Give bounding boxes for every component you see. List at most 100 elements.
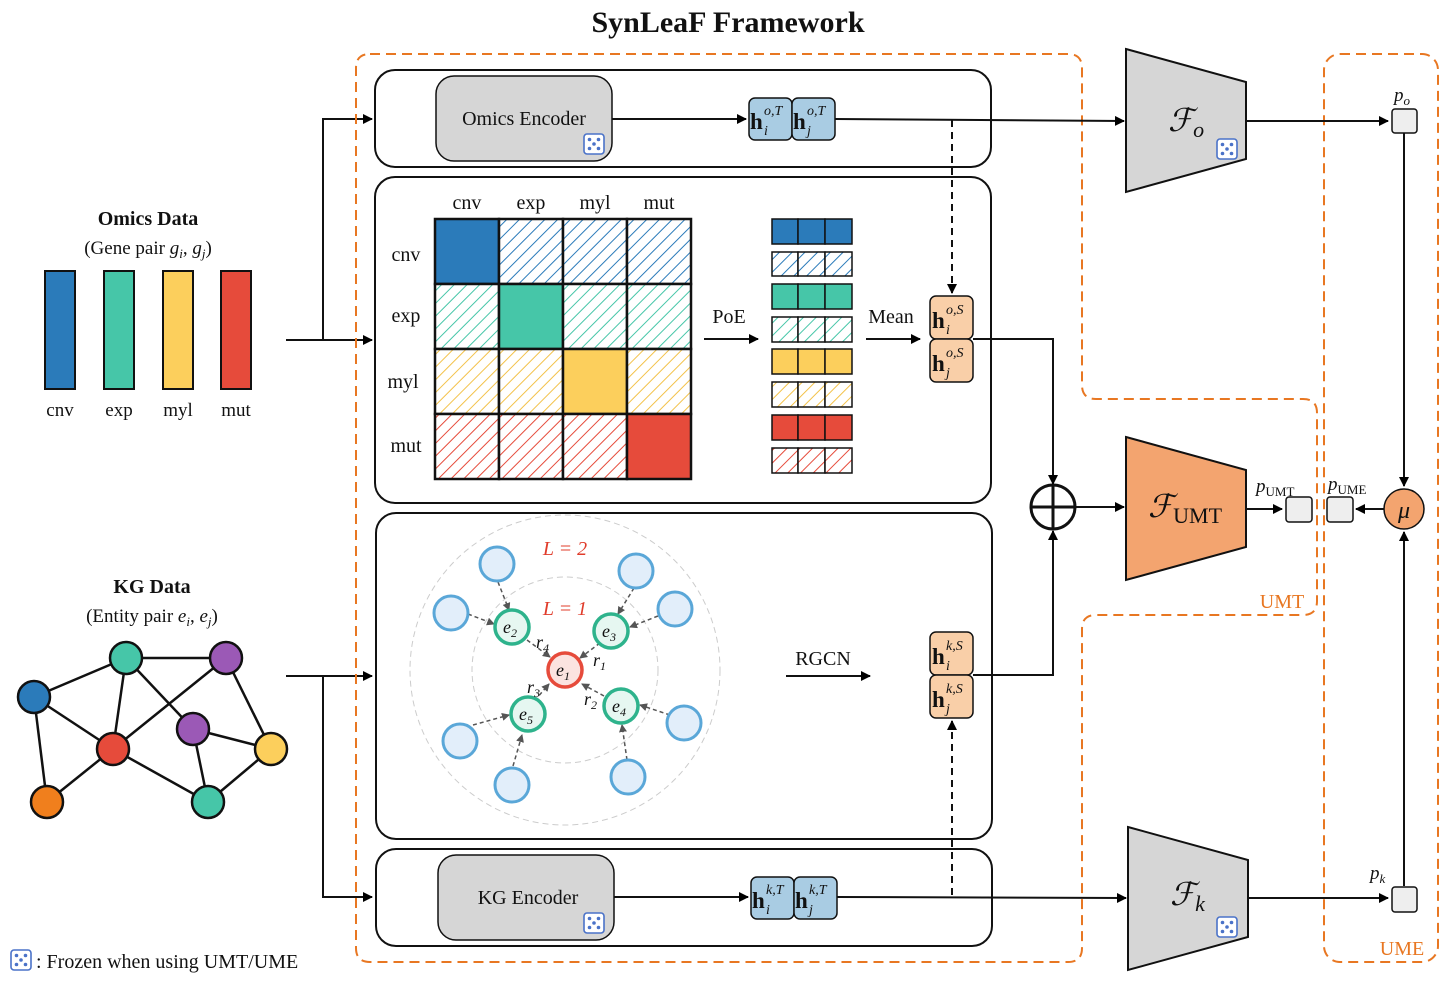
node-e4 [602,687,640,725]
svg-text:k,S: k,S [946,639,963,654]
matrix-row-label: exp [392,305,421,327]
p-umt-label: pUMT [1254,476,1294,499]
omics-bars: cnv exp myl mut [44,270,252,421]
head-f-umt [1125,435,1247,582]
p-ume-box [1326,496,1354,523]
node-e1 [546,651,584,689]
matrix-row-label: myl [387,371,419,393]
svg-text:h: h [795,888,808,913]
arrow [973,338,1058,485]
ume-label: UME [1380,938,1424,960]
omics-bar-label: mut [221,400,251,421]
umt-region [355,53,1318,963]
kg-node [208,640,244,676]
mu-node [1383,488,1425,530]
svg-text:h: h [932,687,945,712]
page-title: SynLeaF Framework [591,6,864,39]
matrix-col-label: myl [579,192,611,214]
rgcn-panel [375,512,993,840]
node-e2 [493,608,531,646]
p-umt-box [1285,496,1313,523]
poe-label: PoE [712,306,745,328]
p-o-box [1391,108,1418,134]
mean-label: Mean [868,306,914,328]
svg-text:j: j [807,903,813,918]
omics-bar-label: exp [105,400,132,421]
frozen-icon [10,949,32,971]
kg-node [108,640,144,676]
matrix-col-label: exp [517,192,546,214]
omics-bar-label: myl [163,400,193,421]
svg-text:k,S: k,S [946,682,963,697]
arrow [834,115,1125,126]
kg-data-subtitle: (Entity pair ei, ej) [86,606,218,629]
omics-bar-myl [162,270,194,390]
svg-text:o,T: o,T [764,104,784,119]
omics-bar-label: cnv [46,400,74,421]
p-k-label: pk [1368,863,1386,886]
poe-strips [771,218,853,474]
omics-teacher-embeddings: h o,T i h o,T j [748,97,836,141]
frozen-icon [1216,916,1238,938]
kg-node [190,784,226,820]
matrix-col-label: mut [643,192,675,214]
svg-text:j: j [944,702,950,717]
kg-node [253,731,289,767]
matrix-row-label: cnv [392,244,421,266]
svg-text:k,T: k,T [766,883,785,898]
matrix-col-label: cnv [453,192,482,214]
omics-matrix: cnv exp myl mut cnv exp myl mut [387,192,693,481]
svg-text:o,S: o,S [946,346,964,361]
svg-text:j: j [805,124,811,139]
svg-text:i: i [946,659,950,674]
arrow [836,892,1127,903]
svg-text:j: j [944,366,950,381]
p-o-label: po [1392,85,1411,108]
kg-data-title: KG Data [113,576,190,598]
omics-encoder-label: Omics Encoder [462,108,586,130]
mu-label: μ [1397,498,1410,524]
head-f-o [1125,47,1247,194]
node-e5 [509,695,547,733]
frozen-icon [583,912,605,934]
omics-bar-exp [103,270,135,390]
kg-node [95,731,131,767]
node-e3 [592,612,630,650]
l2-label: L = 2 [542,538,587,560]
svg-text:h: h [932,351,945,376]
input-arrows [286,114,373,902]
svg-text:i: i [764,124,768,139]
kg-node [175,711,211,747]
svg-text:k,T: k,T [809,883,828,898]
svg-text:h: h [932,644,945,669]
frozen-icon [583,133,605,155]
svg-text:h: h [932,308,945,333]
rgcn-label: RGCN [795,648,851,670]
matrix-row-label: mut [390,435,422,457]
ume-region [1323,53,1439,963]
kg-node [16,679,52,715]
svg-text:h: h [750,109,763,134]
legend-text: : Frozen when using UMT/UME [36,951,298,973]
p-k-box [1391,886,1418,913]
kg-encoder-label: KG Encoder [478,887,579,909]
rgcn-graph: L = 2 L = 1 [409,514,721,826]
kg-teacher-embeddings: h k,T i h k,T j [750,876,838,920]
svg-text:o,T: o,T [807,104,827,119]
frozen-icon [1216,138,1238,160]
l1-label: L = 1 [542,598,587,620]
svg-text:h: h [793,109,806,134]
svg-text:i: i [946,323,950,338]
arrow [973,530,1058,676]
concat-operator [1029,483,1077,531]
omics-bar-mut [220,270,252,390]
kg-graph [16,640,289,820]
svg-text:i: i [766,903,770,918]
svg-text:o,S: o,S [946,303,964,318]
omics-student-embeddings: h o,S i h o,S j [929,295,974,383]
kg-student-embeddings: h k,S i h k,S j [929,631,974,719]
omics-bar-cnv [44,270,76,390]
svg-text:h: h [752,888,765,913]
p-ume-label: pUME [1326,474,1366,497]
